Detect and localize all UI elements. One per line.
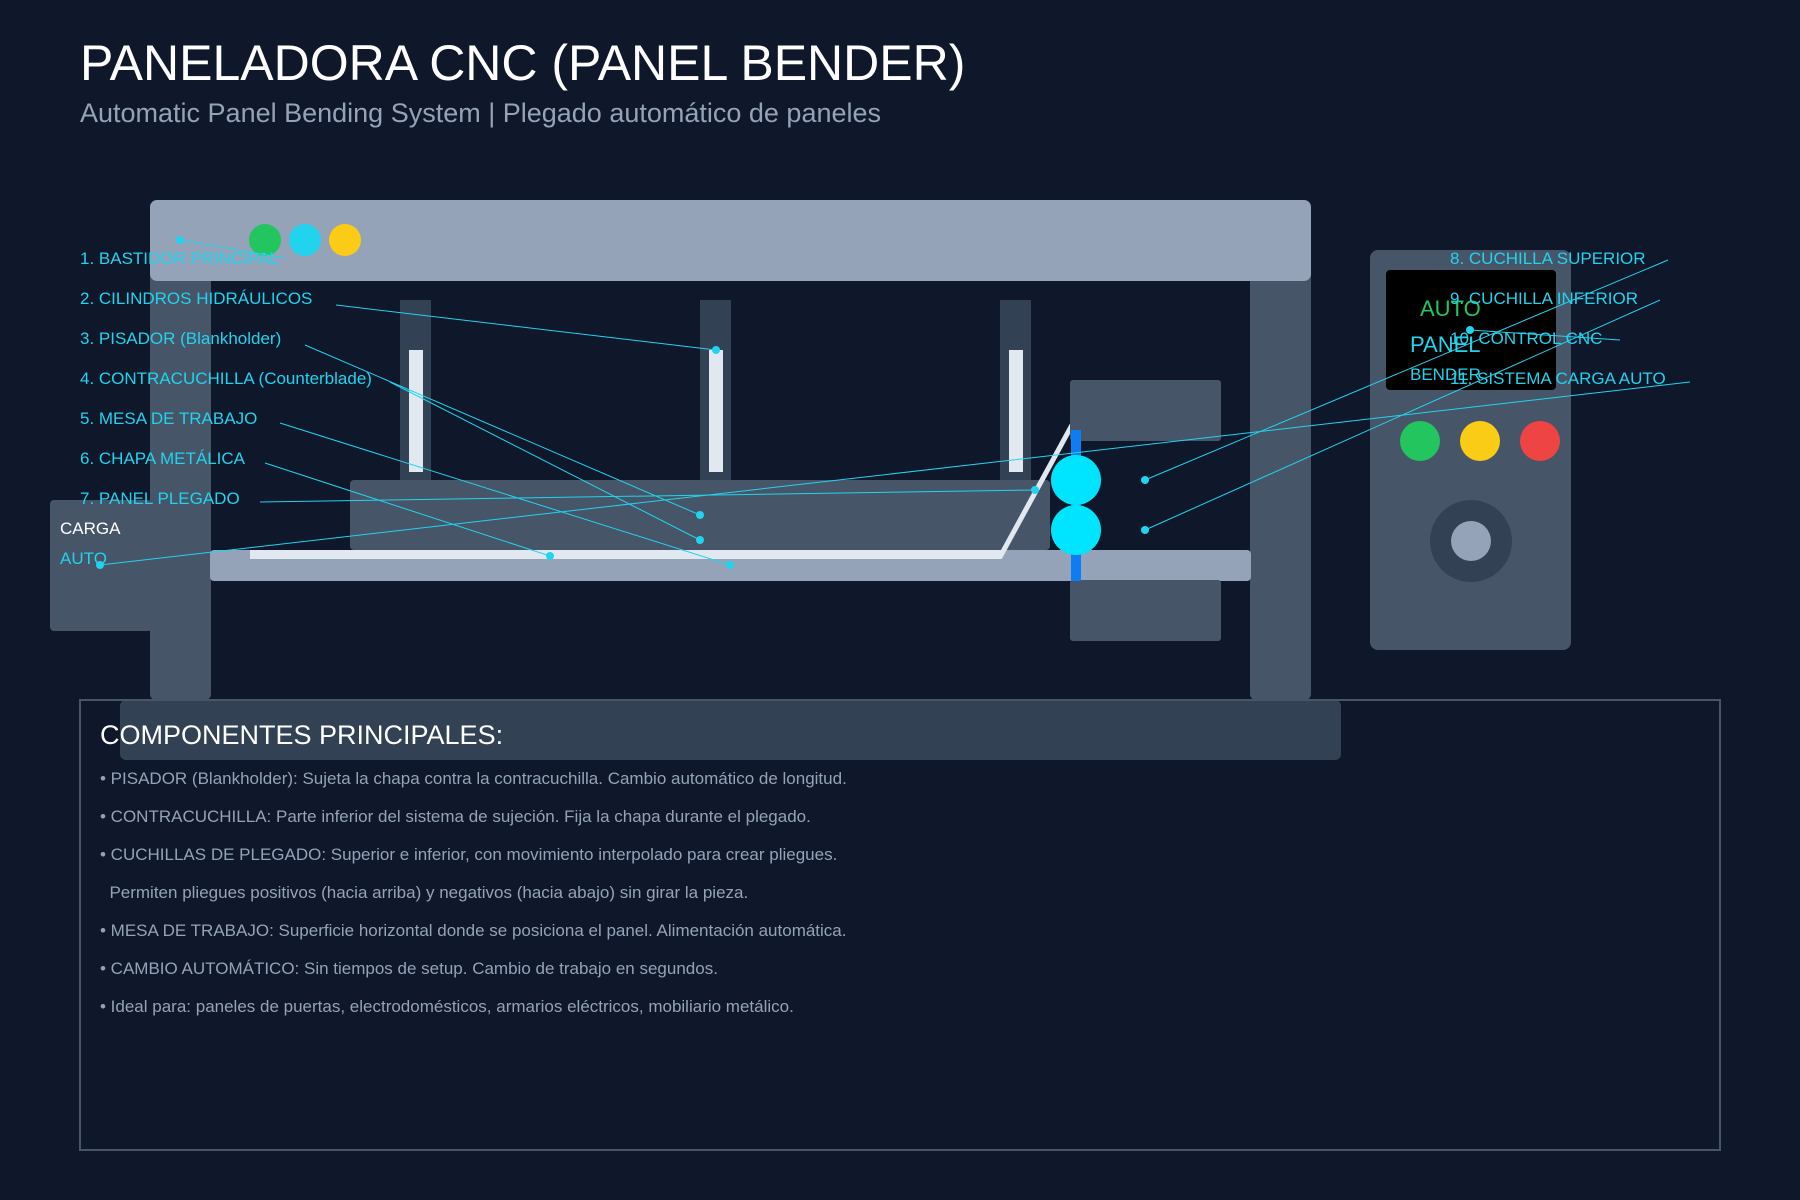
status-light-green: [249, 224, 281, 256]
control-knob-cap: [1451, 521, 1491, 561]
callouts-right: 8. CUCHILLA SUPERIOR 9. CUCHILLA INFERIO…: [1450, 249, 1666, 388]
page-title: PANELADORA CNC (PANEL BENDER): [80, 35, 965, 91]
screen-line-bender: BENDER: [1410, 365, 1481, 384]
component-line: • Ideal para: paneles de puertas, electr…: [100, 997, 794, 1016]
loader-label-auto: AUTO: [60, 549, 107, 568]
leader-line: [259, 489, 1036, 503]
callout-label: 8. CUCHILLA SUPERIOR: [1450, 249, 1646, 268]
leader-dot: [712, 346, 720, 354]
callout-label: 6. CHAPA METÁLICA: [80, 449, 246, 468]
callout-label: 3. PISADOR (Blankholder): [80, 329, 281, 348]
callout-label: 7. PANEL PLEGADO: [80, 489, 240, 508]
leader-dot: [1141, 476, 1149, 484]
leader-line: [179, 239, 286, 259]
component-line: • PISADOR (Blankholder): Sujeta la chapa…: [100, 769, 847, 788]
metal-sheet: [250, 550, 1002, 559]
leader-dot: [696, 536, 704, 544]
callout-label: 5. MESA DE TRABAJO: [80, 409, 257, 428]
leader-lines: [96, 236, 1691, 569]
lower-blade: [1051, 505, 1101, 555]
cylinder-rod: [409, 350, 423, 472]
screen-line-auto: AUTO: [1420, 296, 1481, 321]
callout-label: 11. SISTEMA CARGA AUTO: [1450, 369, 1666, 388]
frame-right-column: [1250, 230, 1311, 700]
upper-blade-housing: [1070, 380, 1221, 441]
status-light-yellow: [329, 224, 361, 256]
components-heading: COMPONENTES PRINCIPALES:: [100, 720, 503, 750]
cylinder-rod: [1009, 350, 1023, 472]
leader-dot: [1141, 526, 1149, 534]
component-line: Permiten pliegues positivos (hacia arrib…: [100, 883, 748, 902]
leader-line: [304, 344, 701, 516]
loader-label: CARGA: [60, 519, 121, 538]
leader-line: [264, 462, 551, 557]
leader-line: [335, 304, 717, 351]
components-box: COMPONENTES PRINCIPALES: • PISADOR (Blan…: [79, 699, 1721, 1151]
leader-line: [99, 381, 1691, 566]
hydraulic-cylinders: [400, 300, 1031, 480]
cnc-control-panel: AUTO PANEL BENDER: [1370, 250, 1571, 650]
frame-base: [120, 700, 1341, 760]
leader-dot: [176, 236, 184, 244]
callout-label: 1. BASTIDOR PRINCIPAL: [80, 249, 279, 268]
callout-label: 9. CUCHILLA INFERIOR: [1450, 289, 1638, 308]
leader-line: [1469, 329, 1621, 341]
stop-button: [1520, 421, 1560, 461]
leader-dot: [1031, 486, 1039, 494]
leader-line: [1144, 259, 1669, 481]
callout-label: 4. CONTRACUCHILLA (Counterblade): [80, 369, 372, 388]
callouts-left: 1. BASTIDOR PRINCIPAL 2. CILINDROS HIDRÁ…: [80, 249, 372, 508]
callout-label: 10. CONTROL CNC: [1450, 329, 1602, 348]
leader-dot: [1466, 326, 1474, 334]
status-light-cyan: [289, 224, 321, 256]
leader-dot: [96, 561, 104, 569]
upper-blade: [1051, 455, 1101, 505]
screen-line-panel: PANEL: [1410, 332, 1481, 357]
start-button: [1400, 421, 1440, 461]
pause-button: [1460, 421, 1500, 461]
leader-dot: [546, 552, 554, 560]
component-line: • CAMBIO AUTOMÁTICO: Sin tiempos de setu…: [100, 959, 718, 978]
component-line: • CONTRACUCHILLA: Parte inferior del sis…: [100, 807, 811, 826]
components-box-border: [79, 699, 1721, 1151]
frame-top-beam: [150, 200, 1311, 281]
frame-left-column: [150, 230, 211, 700]
leader-line: [279, 422, 731, 566]
machine-frame: [120, 200, 1341, 760]
callout-label: 2. CILINDROS HIDRÁULICOS: [80, 289, 312, 308]
leader-line: [389, 381, 701, 541]
leader-dot: [726, 561, 734, 569]
leader-dot: [696, 511, 704, 519]
page-subtitle: Automatic Panel Bending System | Plegado…: [80, 98, 881, 128]
component-line: • MESA DE TRABAJO: Superficie horizontal…: [100, 921, 846, 940]
lower-blade-housing: [1070, 580, 1221, 641]
component-line: • CUCHILLAS DE PLEGADO: Superior e infer…: [100, 845, 837, 864]
cylinder-rod: [709, 350, 723, 472]
